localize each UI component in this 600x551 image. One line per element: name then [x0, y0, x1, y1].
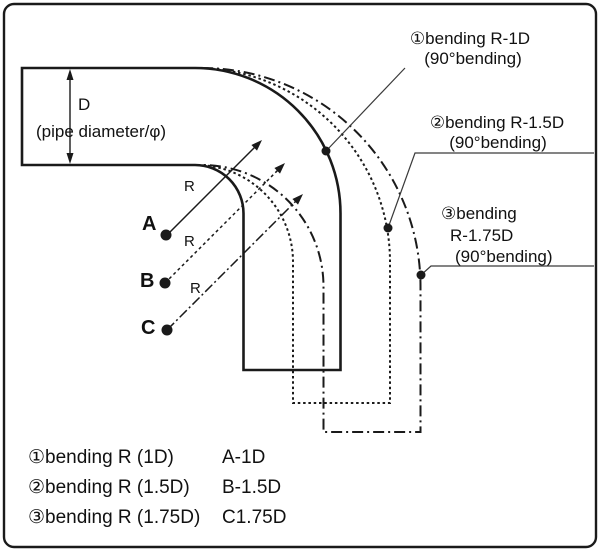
diameter-dimension-arrow [66, 69, 74, 164]
callout-3-leader [416, 265, 594, 280]
radius-arrow-b [164, 163, 285, 284]
pipe-bend-1-5d-dotted-path [195, 67, 391, 404]
point-a-dot [160, 229, 172, 241]
callout-2-line2: (90°bending) [449, 133, 547, 152]
point-b-label: B [140, 270, 154, 292]
point-a-label: A [142, 213, 156, 235]
radius-r-label-c: R [190, 280, 201, 297]
callout-3-line2: R-1.75D [450, 226, 513, 245]
pipe-bend-1-75d-dashdot-path [201, 67, 422, 433]
point-b-dot [159, 277, 171, 289]
point-c-label: C [141, 317, 155, 339]
callout-2-line1: ②bending R-1.5D [430, 113, 564, 132]
legend-row-3-code: C1.75D [222, 507, 286, 528]
callout-3-line3: (90°bending) [455, 247, 553, 266]
curve-1-75d-dot [416, 270, 426, 280]
callout-2-leader [383, 152, 594, 233]
callout-1-line2: (90°bending) [424, 49, 522, 68]
pipe-bend-1d-solid-path [20, 66, 342, 372]
legend-row-2-name: ②bending R (1.5D) [28, 477, 190, 498]
callout-1-leader [321, 67, 406, 156]
legend-row-1-code: A-1D [222, 447, 265, 468]
radius-arrow-c [166, 194, 303, 331]
radius-arrow-a [165, 140, 262, 237]
pipe-diameter-label: (pipe diameter/φ) [36, 122, 166, 141]
legend-row-1-name: ①bending R (1D) [28, 447, 174, 468]
legend-row-3-name: ③bending R (1.75D) [28, 507, 200, 528]
curve-1-5d-dot [383, 223, 393, 233]
point-c-dot [161, 324, 173, 336]
callout-1-line1: ①bending R-1D [410, 29, 530, 48]
pipe-d-label: D [78, 95, 90, 114]
radius-r-label-a: R [184, 178, 195, 195]
legend: ①bending R (1D) A-1D ②bending R (1.5D) B… [28, 447, 286, 528]
curve-1d-dot [321, 146, 331, 156]
legend-row-2-code: B-1.5D [222, 477, 281, 498]
radius-r-label-b: R [184, 233, 195, 250]
callout-3-line1: ③bending [441, 204, 517, 223]
